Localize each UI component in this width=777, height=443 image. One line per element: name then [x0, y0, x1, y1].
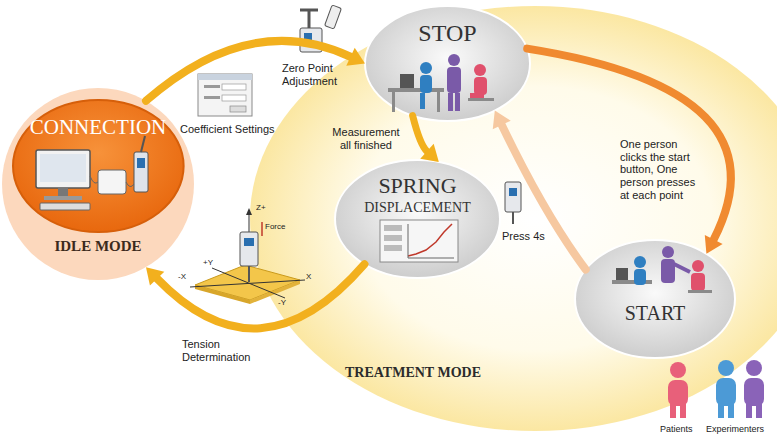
arrow-head: [493, 111, 511, 130]
step-note: Measurement all finished: [330, 126, 402, 151]
settings-window-icon: [198, 74, 252, 116]
arrow-shaft: [413, 116, 427, 152]
people-pressing: [612, 246, 712, 293]
step-note: Tension Determination: [182, 338, 267, 363]
ellipse-outline: [575, 240, 735, 358]
stop-ellipse: STOP: [365, 6, 530, 121]
axis-label: Z+: [256, 203, 276, 212]
node-title: TREATMENT MODE: [345, 365, 481, 380]
node-title: IDLE MODE: [54, 238, 141, 255]
people-at-desk: [388, 54, 494, 112]
flow-arrow: [146, 264, 364, 328]
arrow-shaft: [502, 125, 586, 269]
axis-label: X: [306, 272, 318, 281]
arrow-head: [346, 48, 365, 66]
tension-platform: [190, 208, 305, 304]
flow-arrow: [493, 111, 586, 270]
node-title: STOP: [418, 20, 476, 46]
arrow-shaft: [527, 49, 731, 240]
legend-figures: [668, 360, 764, 418]
displacement-screen: [380, 220, 458, 262]
step-note: Zero Point Adjustment: [282, 62, 362, 87]
legend-text: Patients: [660, 424, 693, 434]
legend-text: Experimenters: [706, 424, 764, 434]
flow-arrow: [146, 41, 365, 101]
axis-label: -X: [178, 272, 194, 281]
node-title: CONNECTION: [30, 116, 167, 139]
start-ellipse: START: [575, 240, 735, 358]
step-note: One person clicks the start button, One …: [620, 138, 705, 201]
axis-label: Force: [265, 222, 295, 231]
axis-label: -Y: [278, 298, 294, 307]
axis-label: +Y: [203, 258, 219, 267]
arrow-shaft: [157, 264, 364, 328]
node-title: START: [625, 302, 686, 324]
arrow-head: [146, 267, 164, 285]
computer-icon: [36, 136, 148, 210]
arrow-head: [705, 235, 723, 254]
node-title: SPRING: [378, 174, 456, 198]
step-note: Coefficient Settings: [180, 123, 290, 136]
step-note: Press 4s: [502, 230, 552, 243]
press-device: [505, 182, 521, 224]
arrow-head: [420, 144, 439, 162]
flow-arrow: [413, 116, 439, 162]
node-subtitle: DISPLACEMENT: [364, 200, 471, 215]
